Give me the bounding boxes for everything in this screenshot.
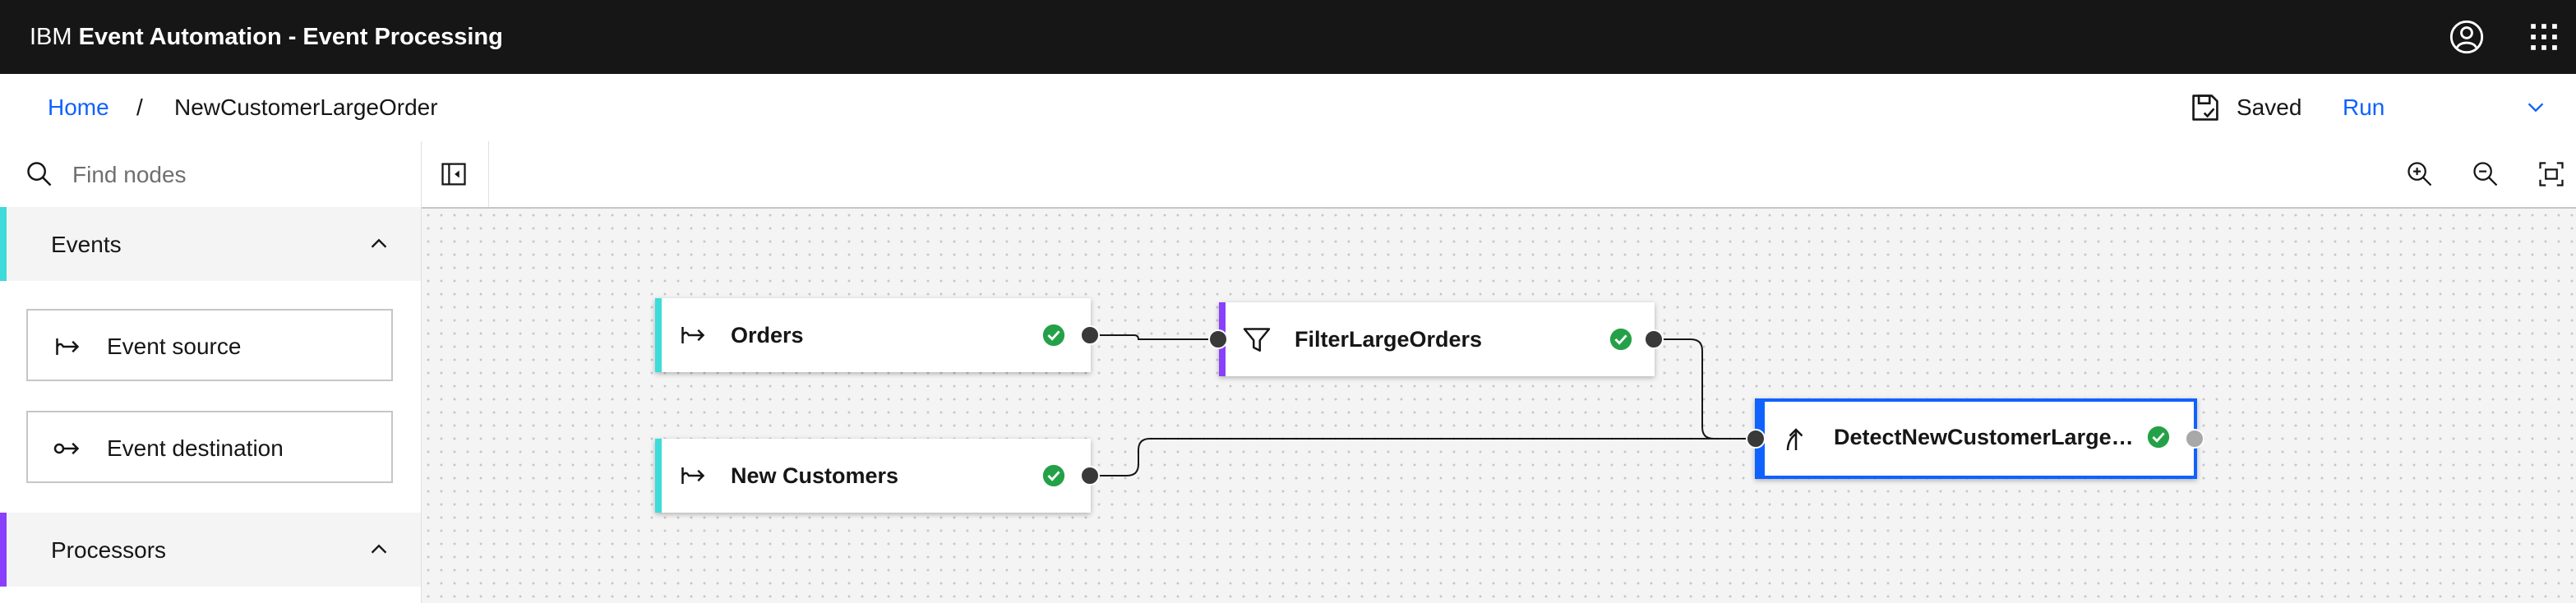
palette-item-event-source[interactable]: Event source [26, 309, 393, 381]
flow-canvas[interactable]: Orders FilterLargeOrders New Customers [422, 209, 2576, 603]
breadcrumb-current: NewCustomerLargeOrder [174, 94, 438, 120]
edge-orders-to-filter [1090, 334, 1218, 340]
chevron-down-icon[interactable] [2523, 95, 2548, 120]
fit-to-screen-icon[interactable] [2537, 159, 2566, 189]
node-palette: Events Event source Event destination Pr… [0, 207, 422, 603]
node-label: Orders [731, 323, 804, 348]
app-header: IBM Event Automation - Event Processing [0, 0, 2576, 74]
toolbar-divider [421, 141, 422, 207]
search-icon [27, 162, 52, 186]
join-icon [1786, 428, 1803, 451]
breadcrumb-home-link[interactable]: Home [48, 94, 109, 120]
node-filter-large-orders[interactable]: FilterLargeOrders [1219, 302, 1655, 376]
save-icon [2192, 94, 2218, 121]
palette-item-label: Event source [107, 334, 242, 359]
filter-icon [1243, 328, 1271, 352]
output-port[interactable] [1080, 466, 1100, 486]
event-destination-icon [53, 442, 80, 455]
edge-filter-to-join [1654, 338, 1756, 440]
event-source-icon [56, 338, 80, 355]
check-circle-icon [1609, 328, 1632, 351]
event-source-icon [681, 467, 705, 484]
check-circle-icon [2147, 426, 2170, 449]
node-label: New Customers [731, 463, 899, 488]
output-port[interactable] [2185, 429, 2204, 449]
node-accent [655, 439, 662, 513]
zoom-out-icon[interactable] [2471, 159, 2500, 189]
category-label: Processors [51, 537, 167, 563]
breadcrumb-separator: / [136, 94, 143, 120]
category-events[interactable]: Events [0, 207, 421, 281]
canvas-toolbar [0, 141, 2576, 209]
output-port[interactable] [1080, 325, 1100, 345]
event-source-icon [681, 327, 705, 343]
palette-item-label: Event destination [107, 435, 284, 461]
node-label: DetectNewCustomerLargeO... [1834, 425, 2138, 449]
node-detect-new-customer-large-order[interactable]: DetectNewCustomerLargeO... [1755, 398, 2197, 479]
check-circle-icon [1042, 324, 1065, 347]
collapse-panel-icon[interactable] [439, 159, 469, 189]
edge-newcustomers-to-join [1090, 438, 1756, 476]
input-port[interactable] [1746, 429, 1766, 449]
node-new-customers[interactable]: New Customers [655, 439, 1091, 513]
category-processors[interactable]: Processors [0, 513, 421, 587]
input-port[interactable] [1208, 329, 1228, 349]
toolbar-divider [488, 141, 489, 207]
node-label: FilterLargeOrders [1295, 327, 1483, 352]
breadcrumb-bar: Home / NewCustomerLargeOrder Saved Run [0, 74, 2576, 142]
chevron-up-icon[interactable] [367, 232, 391, 256]
category-label: Events [51, 232, 122, 257]
flow-connections [1090, 334, 1756, 476]
brand-prefix: IBM [30, 24, 72, 50]
output-port[interactable] [1644, 329, 1664, 349]
run-button[interactable]: Run [2343, 94, 2385, 120]
node-orders[interactable]: Orders [655, 298, 1091, 372]
category-accent [0, 207, 7, 281]
palette-item-event-destination[interactable]: Event destination [26, 411, 393, 483]
user-avatar-icon[interactable] [2448, 18, 2486, 56]
chevron-up-icon[interactable] [367, 537, 391, 562]
zoom-in-icon[interactable] [2405, 159, 2435, 189]
app-brand[interactable]: IBM Event Automation - Event Processing [30, 0, 503, 74]
brand-name: Event Automation - Event Processing [78, 24, 503, 50]
app-switcher-icon[interactable] [2525, 18, 2563, 56]
check-circle-icon [1042, 464, 1065, 487]
saved-status: Saved [2237, 94, 2302, 120]
find-nodes-input[interactable] [71, 153, 419, 197]
node-accent [655, 298, 662, 372]
category-accent [0, 513, 7, 587]
